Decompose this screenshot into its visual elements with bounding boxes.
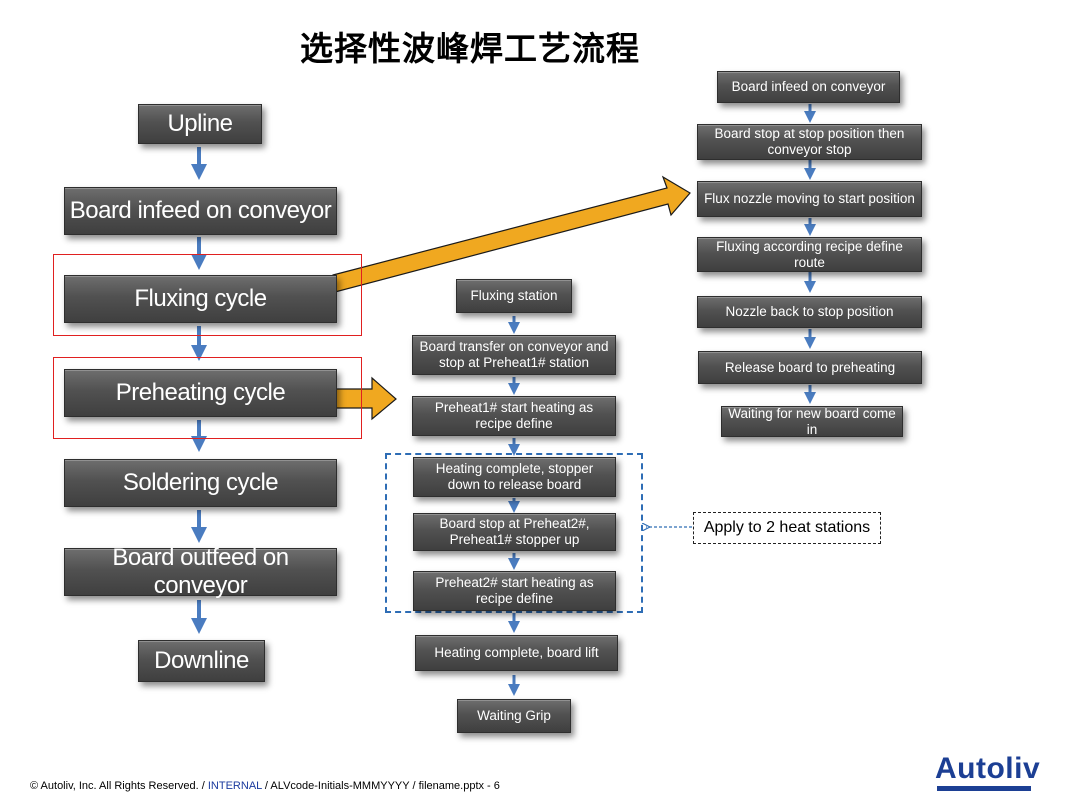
preheat-step-fluxing-station: Fluxing station: [456, 279, 572, 313]
footer-copyright: © Autoliv, Inc. All Rights Reserved. /: [30, 780, 208, 792]
main-step-upline: Upline: [138, 104, 262, 144]
heat-stations-group-frame: [385, 453, 643, 613]
main-step-board-infeed: Board infeed on conveyor: [64, 187, 337, 235]
main-step-soldering-cycle: Soldering cycle: [64, 459, 337, 507]
fluxing-highlight-frame: [53, 254, 362, 336]
preheat-step-transfer: Board transfer on conveyor and stop at P…: [412, 335, 616, 375]
main-step-downline: Downline: [138, 640, 265, 682]
flux-step-infeed: Board infeed on conveyor: [717, 71, 900, 103]
flux-step-stop-position: Board stop at stop position then conveyo…: [697, 124, 922, 160]
flux-step-waiting-new-board: Waiting for new board come in: [721, 406, 903, 437]
heat-stations-note: Apply to 2 heat stations: [693, 512, 881, 544]
preheating-highlight-frame: [53, 357, 362, 439]
main-step-board-outfeed: Board outfeed on conveyor: [64, 544, 337, 599]
autoliv-logo: Autoliv: [935, 752, 1041, 785]
flux-step-release-board: Release board to preheating: [698, 351, 922, 384]
preheat-step-preheat2-stop: Board stop at Preheat2#, Preheat1# stopp…: [413, 513, 616, 551]
main-step-fluxing-cycle: Fluxing cycle: [64, 275, 337, 323]
preheat-detail-arrow: [335, 376, 397, 421]
page-title: 选择性波峰焊工艺流程: [300, 29, 640, 68]
flux-step-fluxing-route: Fluxing according recipe define route: [697, 237, 922, 272]
flux-step-nozzle-moving: Flux nozzle moving to start position: [697, 181, 922, 217]
preheat-step-board-lift: Heating complete, board lift: [415, 635, 618, 671]
preheat-step-release: Heating complete, stopper down to releas…: [413, 457, 616, 497]
logo-underline: [937, 786, 1031, 791]
preheat-step-waiting-grip: Waiting Grip: [457, 699, 571, 733]
flux-detail-arrow: [332, 175, 691, 293]
preheat-step-preheat2-heating: Preheat2# start heating as recipe define: [413, 571, 616, 611]
footer: © Autoliv, Inc. All Rights Reserved. / I…: [30, 780, 500, 792]
flux-step-nozzle-back: Nozzle back to stop position: [697, 296, 922, 328]
footer-classification: INTERNAL: [207, 780, 262, 792]
footer-file-info: / ALVcode-Initials-MMMYYYY / filename.pp…: [261, 780, 500, 792]
preheat-step-preheat1-heating: Preheat1# start heating as recipe define: [412, 396, 616, 436]
main-step-preheating-cycle: Preheating cycle: [64, 369, 337, 417]
